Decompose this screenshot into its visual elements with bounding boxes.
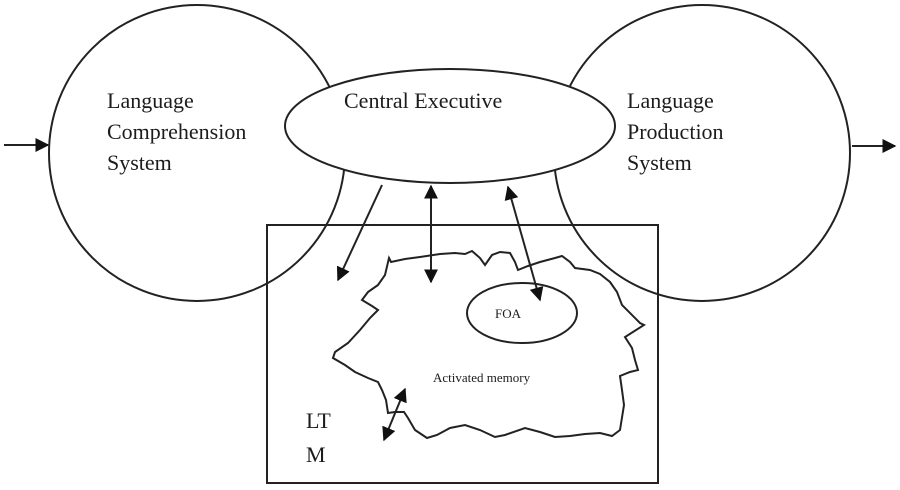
comprehension-system-circle xyxy=(48,4,346,302)
activated-memory-label: Activated memory xyxy=(433,370,531,385)
ltm-box xyxy=(266,224,659,484)
ce-foa-arrow xyxy=(504,185,544,302)
comprehension-label-line-3: System xyxy=(107,150,172,175)
production-system-circle xyxy=(553,4,851,302)
comprehension-label-line-1: Language xyxy=(107,88,194,113)
production-label-line-1: Language xyxy=(627,88,714,113)
production-label-line-3: System xyxy=(627,150,692,175)
ltm-label-line-1: LT xyxy=(306,408,331,433)
foa-ellipse xyxy=(466,282,578,344)
central-executive-ellipse xyxy=(284,68,616,184)
ltm-label-line-2: M xyxy=(306,442,326,467)
central-executive-label: Central Executive xyxy=(344,88,502,113)
ce-to-ltm-arrow xyxy=(336,184,383,282)
comprehension-label-line-2: Comprehension xyxy=(107,119,246,144)
activated-memory-outline xyxy=(331,249,647,440)
production-label-line-2: Production xyxy=(627,119,724,144)
foa-label: FOA xyxy=(495,306,522,321)
activated-memory-ltm-arrow xyxy=(382,387,407,442)
